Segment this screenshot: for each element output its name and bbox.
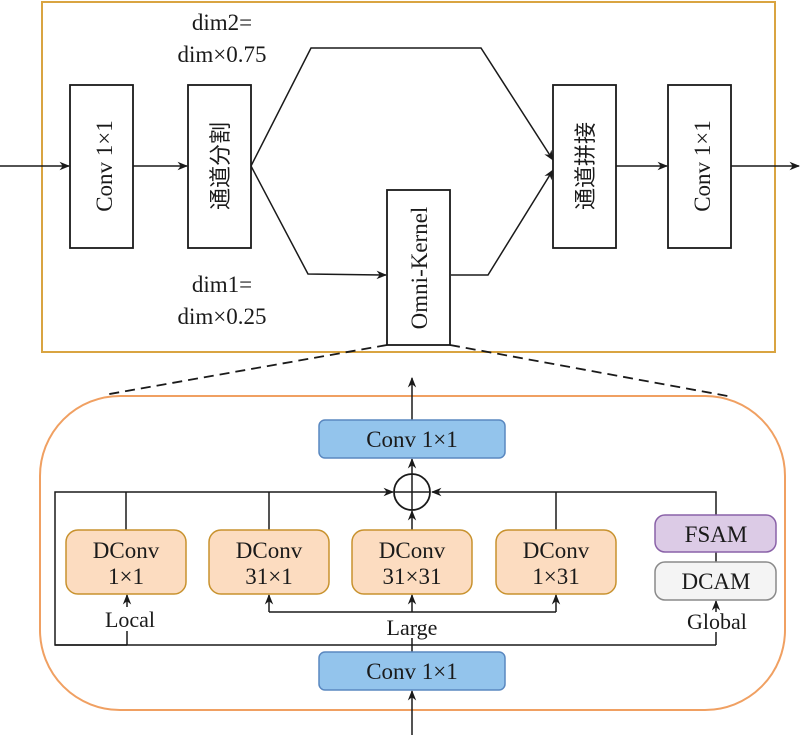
large-label: Large (387, 615, 438, 640)
top-conv-label: Conv 1×1 (366, 427, 458, 452)
global-top-path (430, 487, 717, 515)
local-label: Local (105, 607, 155, 632)
input-conv-label: Conv 1×1 (92, 120, 117, 212)
omni-to-concat-line (451, 169, 554, 276)
dcam-block: DCAM (654, 561, 777, 601)
fsam-label: FSAM (685, 522, 748, 547)
bottom-conv-block: Conv 1×1 (318, 651, 506, 691)
dconv-branch-1x1: DConv 1×1 (65, 529, 187, 595)
output-conv-label: Conv 1×1 (690, 120, 715, 212)
global-label: Global (687, 609, 747, 634)
dim2-label-line2: dim×0.75 (177, 42, 266, 67)
fsam-block: FSAM (654, 514, 777, 553)
omni-kernel-block: Omni-Kernel (386, 189, 451, 346)
dconv-2-line2: 31×1 (245, 564, 292, 589)
top-conv-block: Conv 1×1 (318, 419, 506, 459)
dim2-label-line1: dim2= (192, 10, 252, 35)
dcam-label: DCAM (681, 569, 750, 594)
dconv-4-line1: DConv (523, 538, 590, 563)
dconv-1-line2: 1×1 (108, 564, 144, 589)
dconv-branch-31x1: DConv 31×1 (208, 529, 330, 595)
dconv-branch-1x31: DConv 1×31 (495, 529, 617, 595)
dconv-3-line1: DConv (379, 538, 446, 563)
input-conv-block: Conv 1×1 (69, 84, 134, 249)
dim1-label-line1: dim1= (192, 272, 252, 297)
dconv-2-line1: DConv (236, 538, 303, 563)
omni-kernel-label: Omni-Kernel (407, 207, 432, 330)
top-module-frame (41, 1, 776, 353)
channel-split-block: 通道分割 (187, 84, 252, 249)
channel-concat-label: 通道拼接 (573, 122, 598, 210)
upper-branch-line (250, 47, 554, 167)
lower-branch-line (250, 165, 388, 280)
dconv-1-line1: DConv (93, 538, 160, 563)
channel-concat-block: 通道拼接 (552, 84, 617, 249)
dconv-4-line2: 1×31 (532, 564, 579, 589)
output-conv-block: Conv 1×1 (667, 84, 732, 249)
bottom-conv-label: Conv 1×1 (366, 659, 458, 684)
sum-node (393, 473, 431, 511)
dconv-branch-31x31: DConv 31×31 (351, 529, 473, 595)
dim1-label-line2: dim×0.25 (177, 304, 266, 329)
channel-split-label: 通道分割 (208, 122, 233, 210)
dconv-3-line2: 31×31 (383, 564, 442, 589)
